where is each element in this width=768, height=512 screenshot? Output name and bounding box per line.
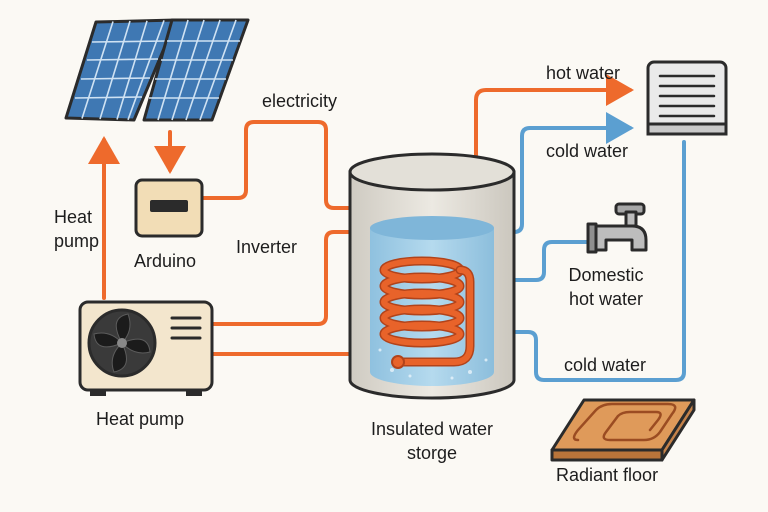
inverter-line (210, 230, 374, 326)
hot-water-label: hot water (546, 63, 621, 83)
tank-label-line2: storge (406, 443, 458, 463)
cold-water-bottom-label: cold water (564, 355, 647, 375)
solar-panel-left (64, 18, 178, 122)
electricity-label: electricity (262, 91, 338, 111)
insulated-water-tank (348, 152, 516, 400)
domestic-hot-water-pipe (510, 240, 594, 282)
heat-pump-side-label-line2: pump (54, 231, 100, 251)
arduino-box (134, 178, 204, 238)
cold-water-top-label: cold water (546, 141, 629, 161)
electricity-line (202, 120, 370, 210)
solar-panels (64, 18, 250, 122)
domestic-hot-water-label-line2: hot water (568, 289, 644, 309)
arduino-label: Arduino (134, 251, 197, 271)
hot-pipes (88, 74, 634, 356)
radiant-floor-label: Radiant floor (556, 465, 659, 485)
heat-pump-unit (78, 300, 214, 396)
hot-water-out-pipe (474, 74, 634, 157)
heat-pump-side-label-line1: Heat (54, 207, 93, 227)
heating-coil (379, 256, 475, 369)
faucet-icon (586, 202, 648, 254)
radiator-unit (646, 60, 728, 136)
radiant-floor-panel (550, 398, 696, 462)
cold-pipes (510, 112, 686, 382)
inverter-label: Inverter (236, 237, 298, 257)
solar-panel-right (142, 18, 250, 122)
domestic-hot-water-label-line1: Domestic (568, 265, 644, 285)
heat-pump-label: Heat pump (96, 409, 185, 429)
cold-water-return-pipe (512, 112, 634, 234)
tank-label-line1: Insulated water (370, 419, 494, 439)
radiator-return-pipe (510, 140, 686, 382)
